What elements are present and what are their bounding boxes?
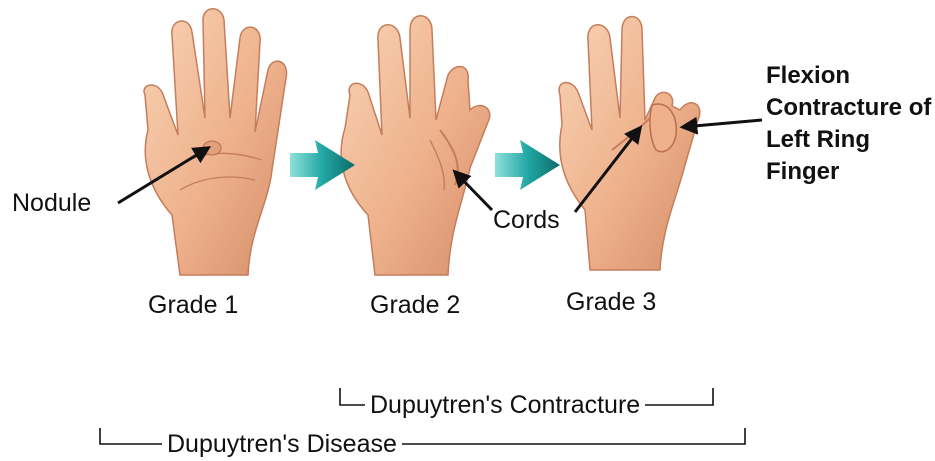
grade-2-label: Grade 2 [370,293,460,318]
contracture-bracket-label: Dupuytren's Contracture [365,393,645,418]
disease-bracket-label: Dupuytren's Disease [162,432,402,457]
nodule-label: Nodule [12,191,91,216]
hand-grade-2 [341,16,490,275]
hand-grade-1 [144,9,287,275]
grade-1-label: Grade 1 [148,293,238,318]
grade-3-label: Grade 3 [566,290,656,315]
progress-arrow-2 [495,140,560,190]
flexion-label: Flexion Contracture of Left Ring Finger [766,60,935,188]
cords-label: Cords [493,208,560,233]
